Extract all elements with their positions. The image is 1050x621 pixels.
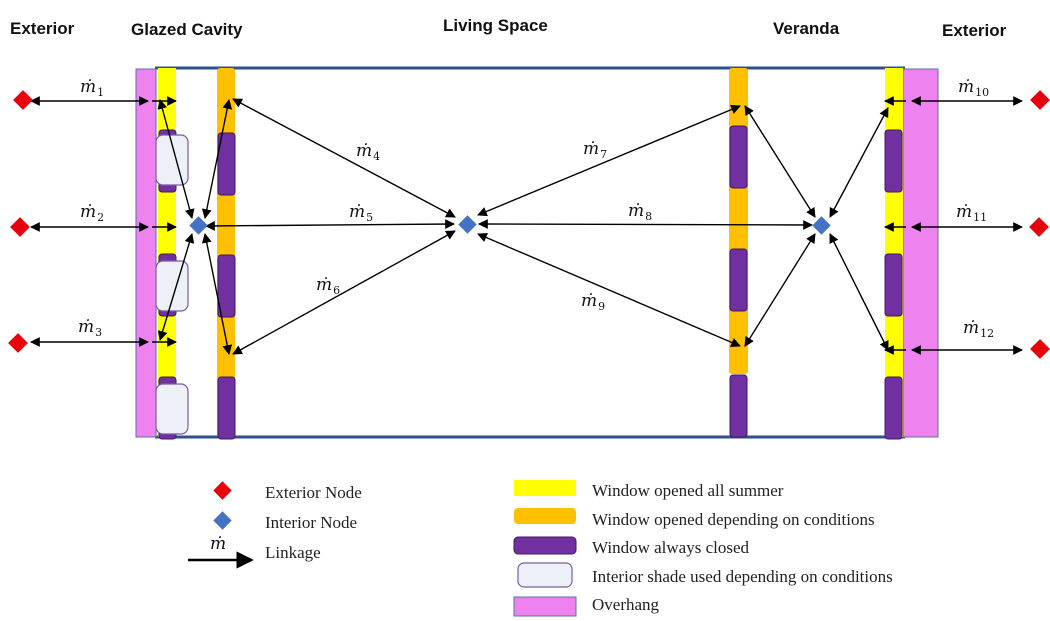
exterior-node-left-2 bbox=[10, 217, 30, 237]
window-open-conditions-veranda bbox=[729, 68, 748, 374]
interior-shade-2 bbox=[155, 260, 189, 312]
flow-label-m4: ṁ4 bbox=[356, 141, 380, 163]
linkage-m6 bbox=[232, 230, 456, 355]
window-closed-right-2 bbox=[884, 253, 903, 317]
linkage-cavity-b bbox=[157, 233, 195, 341]
linkage-veranda-b bbox=[744, 233, 816, 347]
legend-window-closed-swatch bbox=[513, 536, 577, 555]
legend-window-open-conditions-swatch bbox=[514, 508, 576, 524]
window-closed-cavity-3 bbox=[217, 376, 236, 440]
exterior-node-left-1 bbox=[13, 90, 33, 110]
header-living-space: Living Space bbox=[443, 16, 548, 35]
flow-label-m1: ṁ1 bbox=[80, 77, 104, 99]
interior-node-living bbox=[458, 215, 477, 234]
linkage-m8 bbox=[478, 219, 813, 230]
legend-interior-node-label: Interior Node bbox=[265, 513, 357, 532]
flow-label-m12: ṁ12 bbox=[963, 318, 994, 340]
header-exterior-right: Exterior bbox=[942, 21, 1007, 40]
window-closed-veranda-2 bbox=[729, 248, 748, 312]
legend-exterior-node-swatch bbox=[213, 481, 232, 500]
legend-overhang-label: Overhang bbox=[592, 595, 660, 614]
legend-window-open-summer-swatch bbox=[514, 480, 576, 496]
header-veranda: Veranda bbox=[773, 19, 840, 38]
linkage-m4 bbox=[232, 98, 456, 218]
legend-linkage-label: Linkage bbox=[265, 543, 321, 562]
window-closed-veranda-1 bbox=[729, 125, 748, 189]
exterior-node-right-2 bbox=[1029, 217, 1049, 237]
window-closed-cavity-2 bbox=[217, 254, 236, 318]
window-closed-right-1 bbox=[884, 129, 903, 193]
legend-interior-shade-label: Interior shade used depending on conditi… bbox=[592, 567, 893, 586]
flow-label-m11: ṁ11 bbox=[956, 202, 987, 224]
linkage-veranda-c bbox=[829, 107, 889, 218]
flow-label-m8: ṁ8 bbox=[628, 201, 652, 223]
flow-label-m2: ṁ2 bbox=[80, 202, 104, 224]
flow-label-m3: ṁ3 bbox=[78, 317, 102, 339]
linkage-cavity-d bbox=[201, 233, 233, 355]
header-glazed-cavity: Glazed Cavity bbox=[131, 20, 243, 39]
linkage-veranda-a bbox=[744, 105, 816, 218]
overhang-right bbox=[902, 68, 939, 438]
legend-interior-shade-swatch bbox=[517, 562, 573, 588]
exterior-node-right-1 bbox=[1030, 90, 1050, 110]
linkage-cavity-a bbox=[157, 99, 195, 219]
flow-label-m10: ṁ10 bbox=[958, 77, 989, 99]
linkage-m9 bbox=[477, 232, 741, 348]
legend-window-open-summer-label: Window opened all summer bbox=[592, 481, 784, 500]
flow-label-m6: ṁ6 bbox=[316, 275, 340, 297]
legend-window-closed-label: Window always closed bbox=[592, 538, 750, 557]
exterior-node-left-3 bbox=[8, 333, 28, 353]
linkage-cavity-c bbox=[201, 99, 233, 219]
flow-label-m7: ṁ7 bbox=[583, 139, 607, 161]
linkage-m7 bbox=[477, 104, 741, 217]
legend-exterior-node-label: Exterior Node bbox=[265, 483, 362, 502]
legend-overhang-swatch bbox=[513, 596, 577, 617]
flow-label-m5: ṁ5 bbox=[349, 202, 373, 224]
exterior-node-right-3 bbox=[1030, 339, 1050, 359]
legend-interior-node-swatch bbox=[213, 511, 232, 530]
interior-node-veranda bbox=[812, 216, 831, 235]
interior-shade-3 bbox=[155, 383, 189, 435]
overhang-left bbox=[135, 68, 157, 438]
linkage-veranda-d bbox=[829, 233, 889, 351]
legend-window-open-conditions-label: Window opened depending on conditions bbox=[592, 510, 875, 529]
window-closed-right-3 bbox=[884, 376, 903, 440]
flow-label-m9: ṁ9 bbox=[581, 291, 605, 313]
header-exterior-left: Exterior bbox=[10, 19, 75, 38]
window-closed-veranda-3 bbox=[729, 374, 748, 438]
interior-node-cavity bbox=[189, 216, 208, 235]
legend-linkage-symbol: ṁ bbox=[210, 534, 226, 554]
linkage-m5 bbox=[205, 219, 455, 231]
